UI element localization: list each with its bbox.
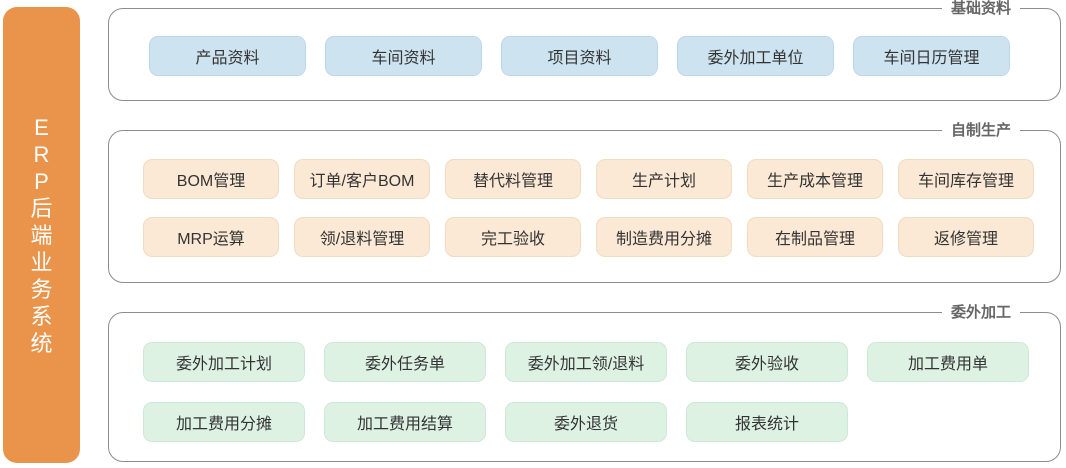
module-box: 车间资料 xyxy=(325,36,482,76)
section-outsourced-processing-row-2: 加工费用分摊加工费用结算委外退货报表统计 xyxy=(109,402,1060,442)
module-box: 加工费用结算 xyxy=(324,402,486,442)
module-box: 生产成本管理 xyxy=(747,159,883,199)
module-box: 加工费用分摊 xyxy=(143,402,305,442)
banner-title-char: E xyxy=(34,114,49,140)
section-label: 委外加工 xyxy=(941,303,1020,323)
section-outsourced-processing-row-1: 委外加工计划委外任务单委外加工领/退料委外验收加工费用单 xyxy=(109,342,1060,382)
module-box: 在制品管理 xyxy=(747,217,883,257)
module-box: 返修管理 xyxy=(898,217,1034,257)
module-box: 项目资料 xyxy=(501,36,658,76)
banner-title-char: R xyxy=(33,141,50,167)
section-inhouse-production-row-2: MRP运算领/退料管理完工验收制造费用分摊在制品管理返修管理 xyxy=(109,217,1060,257)
module-box: 产品资料 xyxy=(149,36,306,76)
banner-title-char: 端 xyxy=(30,222,53,248)
module-box: 车间日历管理 xyxy=(853,36,1010,76)
module-box: 加工费用单 xyxy=(867,342,1029,382)
module-box: 委外加工单位 xyxy=(677,36,834,76)
banner-title-char: 统 xyxy=(30,330,53,356)
banner-title-char: 后 xyxy=(30,195,53,221)
banner-title-char: 务 xyxy=(30,276,53,302)
section-basic-data: 基础资料 产品资料车间资料项目资料委外加工单位车间日历管理 xyxy=(108,0,1061,101)
banner-title-char: 业 xyxy=(30,249,53,275)
banner-title-char: P xyxy=(34,168,49,194)
banner-title-char: 系 xyxy=(30,303,53,329)
module-box: 替代料管理 xyxy=(445,159,581,199)
module-box: 委外任务单 xyxy=(324,342,486,382)
module-box: 完工验收 xyxy=(445,217,581,257)
section-outsourced-processing: 委外加工 委外加工计划委外任务单委外加工领/退料委外验收加工费用单 加工费用分摊… xyxy=(108,303,1061,462)
module-box: 委外加工领/退料 xyxy=(505,342,667,382)
module-box: 车间库存管理 xyxy=(898,159,1034,199)
module-box: 领/退料管理 xyxy=(294,217,430,257)
module-box: 委外退货 xyxy=(505,402,667,442)
module-box: 订单/客户BOM xyxy=(294,159,430,199)
module-box: BOM管理 xyxy=(143,159,279,199)
module-box: 制造费用分摊 xyxy=(596,217,732,257)
section-inhouse-production-row-1: BOM管理订单/客户BOM 替代料管理生产计划生产成本管理车间库存管理 xyxy=(109,159,1060,199)
section-label: 自制生产 xyxy=(941,121,1020,141)
module-box: 生产计划 xyxy=(596,159,732,199)
module-box: 委外加工计划 xyxy=(143,342,305,382)
section-basic-data-row-1: 产品资料车间资料项目资料委外加工单位车间日历管理 xyxy=(109,36,1060,76)
module-box: 委外验收 xyxy=(686,342,848,382)
section-label: 基础资料 xyxy=(941,0,1020,19)
module-box: 报表统计 xyxy=(686,402,848,442)
module-box: MRP运算 xyxy=(143,217,279,257)
